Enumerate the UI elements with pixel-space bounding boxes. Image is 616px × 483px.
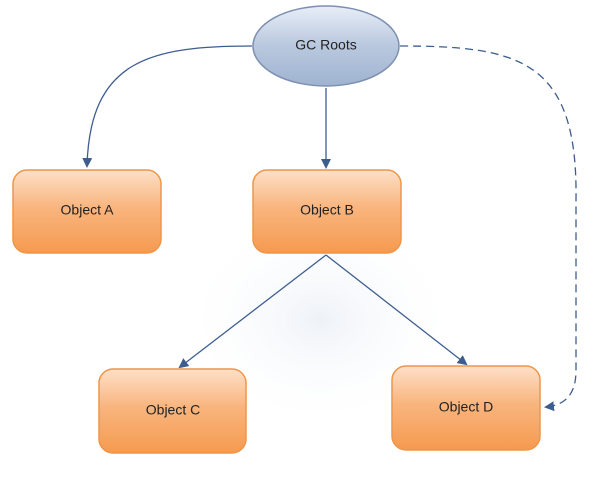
node-object-a[interactable]: Object A xyxy=(12,169,162,254)
watermark xyxy=(180,210,460,430)
node-label: Object C xyxy=(146,402,200,418)
node-label: Object A xyxy=(61,202,115,218)
node-label: Object B xyxy=(300,202,354,218)
edge-b-d xyxy=(325,254,468,366)
edge-root-a xyxy=(82,45,253,168)
node-label: Object D xyxy=(439,399,493,415)
node-object-c[interactable]: Object C xyxy=(98,368,247,454)
node-gc-roots[interactable]: GC Roots xyxy=(252,5,400,87)
node-label: GC Roots xyxy=(295,37,356,53)
edge-b-c xyxy=(178,254,327,369)
edge-root-d xyxy=(399,45,577,412)
node-object-d[interactable]: Object D xyxy=(391,365,541,451)
node-object-b[interactable]: Object B xyxy=(252,169,402,254)
